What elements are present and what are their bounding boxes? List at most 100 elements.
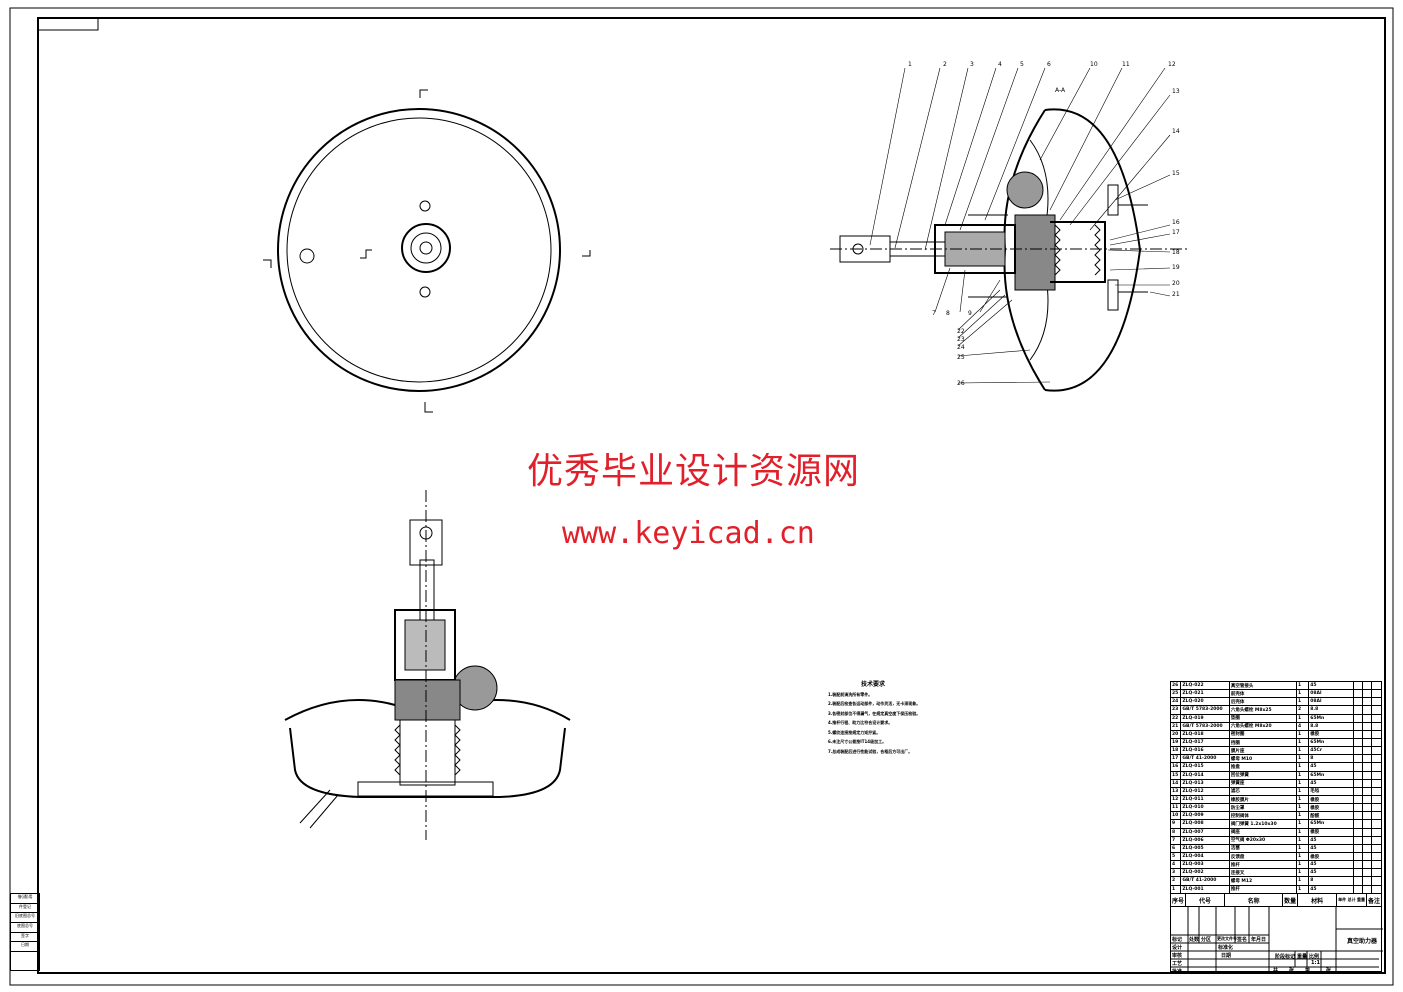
bom-cell: 真空管接头 bbox=[1228, 680, 1297, 691]
bom-cell: 推杆 bbox=[1228, 884, 1297, 894]
balloon-leaders bbox=[869, 67, 1171, 384]
bom-cell: 1 bbox=[1295, 754, 1310, 764]
bom-cell: 23 bbox=[1169, 705, 1182, 715]
bom-cell bbox=[1353, 843, 1363, 853]
balloon-19: 19 bbox=[1172, 264, 1180, 271]
role-label: 工艺 bbox=[1172, 961, 1183, 967]
bom-cell bbox=[1370, 835, 1383, 845]
weight-label: 重量 bbox=[1297, 954, 1308, 960]
bom-cell: 橡胶 bbox=[1308, 794, 1354, 805]
bom-cell: 8.8 bbox=[1308, 721, 1354, 731]
role-label: 批准 bbox=[1172, 969, 1183, 975]
bom-cell: 1 bbox=[1295, 786, 1310, 796]
balloon-11: 11 bbox=[1122, 61, 1130, 68]
bom-cell: 65Mn bbox=[1308, 819, 1354, 829]
bom-header-cell: 代号 bbox=[1185, 893, 1225, 907]
outer-border bbox=[9, 7, 1394, 986]
balloon-8: 8 bbox=[946, 310, 950, 317]
bom-cell: 防尘罩 bbox=[1228, 803, 1297, 813]
bom-cell bbox=[1370, 689, 1383, 699]
bom-cell bbox=[1361, 778, 1372, 788]
bom-cell: 反馈盘 bbox=[1228, 851, 1297, 862]
bom-cell bbox=[1361, 746, 1372, 756]
bom-cell: 六角头螺栓 M8x20 bbox=[1228, 721, 1297, 731]
bom-cell: 1 bbox=[1295, 737, 1310, 748]
bom-cell: 2 bbox=[1169, 876, 1182, 886]
bom-cell: 膜片座 bbox=[1228, 746, 1297, 756]
bom-cell: ZLQ-015 bbox=[1180, 762, 1230, 772]
bom-cell: 1 bbox=[1295, 819, 1310, 829]
bom-cell: 推盘 bbox=[1228, 762, 1297, 772]
bom-cell bbox=[1361, 713, 1372, 723]
bom-cell: 1 bbox=[1295, 729, 1310, 739]
bom-cell: ZLQ-004 bbox=[1180, 851, 1230, 862]
scale-value: 1:1 bbox=[1311, 960, 1320, 966]
bom-cell: 9 bbox=[1169, 819, 1182, 829]
bom-cell: 螺母 M10 bbox=[1228, 754, 1297, 764]
bom-cell bbox=[1370, 843, 1383, 853]
bom-cell: 橡胶 bbox=[1308, 827, 1354, 837]
bom-header-cell: 单件 总计 重量 bbox=[1336, 893, 1367, 907]
bom-cell: 弹簧座 bbox=[1228, 778, 1297, 788]
section-label: A-A bbox=[1055, 87, 1066, 94]
stamp-cell: 借(通)用 bbox=[11, 894, 39, 904]
balloon-24: 24 bbox=[957, 344, 965, 351]
bom-cell bbox=[1361, 729, 1372, 739]
bom-cell bbox=[1361, 762, 1372, 772]
bom-cell: 螺母 M12 bbox=[1228, 876, 1297, 886]
bom-cell: 13 bbox=[1169, 786, 1182, 796]
bom-cell: ZLQ-005 bbox=[1180, 843, 1230, 853]
bom-cell: 45 bbox=[1308, 835, 1354, 845]
bom-cell: 08Al bbox=[1308, 689, 1354, 699]
bom-cell: 1 bbox=[1295, 746, 1310, 756]
bom-cell: 1 bbox=[1295, 876, 1310, 886]
bom-cell: 挡圈 bbox=[1228, 737, 1297, 748]
bom-cell bbox=[1353, 835, 1363, 845]
bom-cell bbox=[1361, 868, 1372, 878]
note-line: 7.总成装配后进行性能试验，合格后方可出厂。 bbox=[828, 748, 913, 754]
bom-cell: ZLQ-008 bbox=[1180, 819, 1230, 829]
bom-cell: 1 bbox=[1295, 794, 1310, 805]
bom-cell: 20 bbox=[1169, 729, 1182, 739]
bom-cell: 45 bbox=[1308, 778, 1354, 788]
note-line: 1.装配前清洗所有零件。 bbox=[828, 691, 873, 697]
bom-cell bbox=[1353, 697, 1363, 707]
bom-cell: 45 bbox=[1308, 868, 1354, 878]
bom-cell: 1 bbox=[1295, 884, 1310, 894]
bom-cell bbox=[1353, 827, 1363, 837]
bom-cell: 前壳体 bbox=[1228, 689, 1297, 699]
stage-label: 阶段标记 bbox=[1275, 954, 1296, 960]
bom-cell bbox=[1370, 827, 1383, 837]
bom-cell: 推杆 bbox=[1228, 860, 1297, 870]
bom-cell: 8 bbox=[1169, 827, 1182, 837]
rev-header: 分区 bbox=[1201, 937, 1212, 943]
rev-header: 标记 bbox=[1172, 937, 1183, 943]
bom-cell: GB/T 5783-2000 bbox=[1180, 721, 1230, 731]
balloon-14: 14 bbox=[1172, 128, 1180, 135]
bom-cell bbox=[1353, 754, 1363, 764]
bom-cell: 45 bbox=[1308, 884, 1354, 894]
bom-cell: 21 bbox=[1169, 721, 1182, 731]
bom-cell: 45Cr bbox=[1308, 746, 1354, 756]
bom-cell bbox=[1370, 884, 1383, 894]
balloon-26: 26 bbox=[957, 380, 965, 387]
bom-cell: ZLQ-010 bbox=[1180, 803, 1230, 813]
stamp-cell: 件登记 bbox=[11, 904, 39, 914]
bom-cell: ZLQ-019 bbox=[1180, 713, 1230, 723]
bom-cell: 10 bbox=[1169, 811, 1182, 821]
bom-cell: 活塞 bbox=[1228, 843, 1297, 853]
bom-cell: ZLQ-012 bbox=[1180, 786, 1230, 796]
title-block-grid bbox=[1171, 907, 1383, 973]
sheet-label: 张 bbox=[1289, 968, 1295, 974]
bom-cell: 19 bbox=[1169, 737, 1182, 748]
